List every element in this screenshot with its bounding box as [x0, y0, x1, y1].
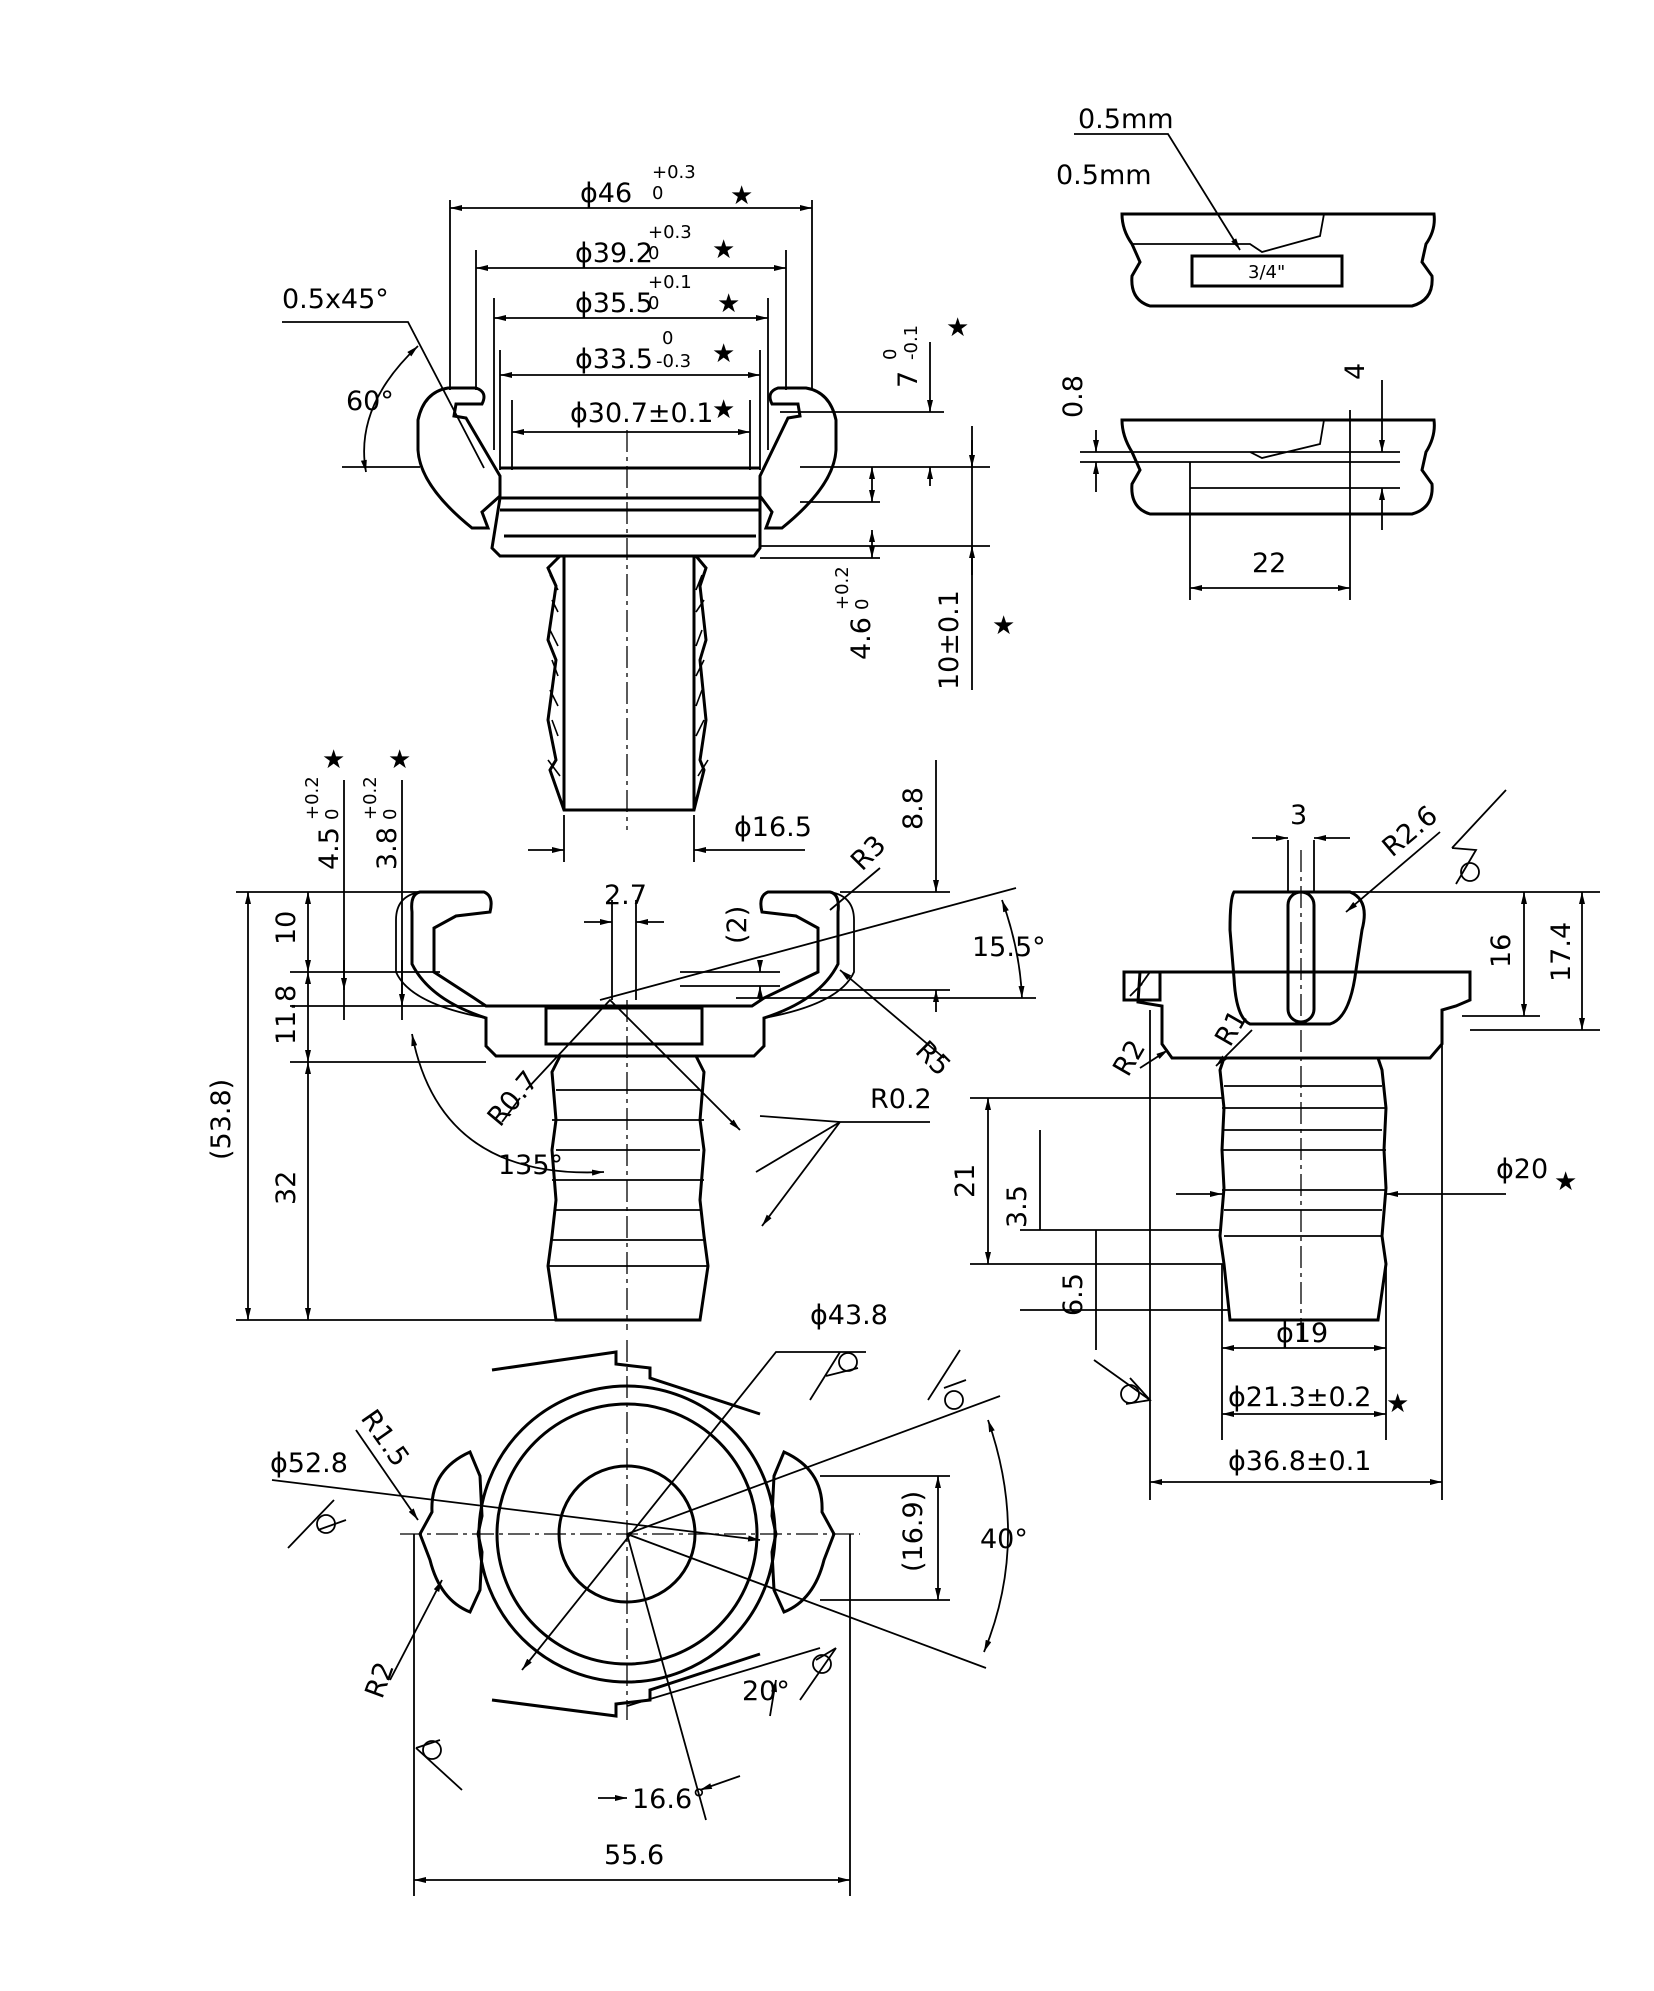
dim-4-5: 4.5	[314, 827, 345, 870]
star-mark: ★	[1386, 1389, 1409, 1419]
dim-phi33-5: ϕ33.5	[575, 344, 653, 375]
dim-phi30-7: ϕ30.7±0.1	[570, 398, 714, 429]
dim-phi52-8: ϕ52.8	[270, 1448, 348, 1479]
radius-r2-bottom: R2	[359, 1658, 400, 1702]
radius-r0-2: R0.2	[870, 1084, 932, 1115]
angle-60-label: 60°	[346, 386, 394, 417]
dim-2-paren: (2)	[722, 906, 753, 944]
star-mark: ★	[992, 611, 1015, 641]
dim-phi46: ϕ46	[580, 178, 632, 209]
dim-7-lower: -0.1	[901, 325, 922, 360]
dim-phi35-5-lower: 0	[648, 293, 659, 314]
angle-16-6: 16.6°	[632, 1784, 706, 1815]
dim-6-5: 6.5	[1058, 1273, 1089, 1316]
star-mark: ★	[946, 313, 969, 343]
dim-4-5-lower: 0	[322, 809, 343, 820]
side-view: 3 R2.6 16 17.4 R2 R1 21 3.5 6.5 ϕ20 ★ ϕ1…	[950, 800, 1600, 1500]
star-mark: ★	[712, 339, 735, 369]
dim-phi21-3: ϕ21.3±0.2	[1228, 1382, 1372, 1413]
dim-16-9: (16.9)	[898, 1491, 929, 1572]
angle-135: 135°	[498, 1150, 563, 1181]
dim-16: 16	[1486, 934, 1517, 968]
star-mark: ★	[730, 181, 753, 211]
dim-phi46-upper: +0.3	[652, 162, 696, 183]
star-mark: ★	[712, 395, 735, 425]
star-mark: ★	[1554, 1167, 1577, 1197]
star-mark: ★	[388, 745, 411, 775]
radius-r1-5: R1.5	[354, 1404, 415, 1472]
front-view: (53.8) 10 11.8 32 4.5 +0.2 0 ★ 3.8 +0.2 …	[206, 745, 1046, 1330]
dim-phi20: ϕ20	[1496, 1154, 1548, 1185]
star-mark: ★	[712, 235, 735, 265]
radius-r0-7: R0.7	[482, 1065, 545, 1132]
star-mark: ★	[322, 745, 345, 775]
dim-7-upper: 0	[880, 349, 901, 360]
dim-3: 3	[1290, 800, 1307, 831]
dim-0-8: 0.8	[1058, 375, 1089, 418]
angle-20: 20°	[742, 1676, 790, 1707]
note-0-5mm-1: 0.5mm	[1078, 104, 1174, 135]
radius-r3: R3	[845, 830, 892, 877]
dim-21: 21	[950, 1164, 981, 1198]
dim-phi46-lower: 0	[652, 183, 663, 204]
section-left-hatch	[416, 386, 502, 530]
radius-r2-side: R2	[1107, 1035, 1152, 1082]
star-mark: ★	[717, 289, 740, 319]
radius-r1: R1	[1209, 1005, 1254, 1052]
angle-15-5: 15.5°	[972, 932, 1046, 963]
dim-7: 7	[893, 371, 924, 388]
dim-phi39-2: ϕ39.2	[575, 238, 653, 269]
angle-40: 40°	[980, 1524, 1028, 1555]
radius-r5: R5	[909, 1035, 956, 1082]
radius-r2-6: R2.6	[1377, 800, 1444, 863]
dim-32: 32	[271, 1171, 302, 1205]
dim-phi33-5-upper: 0	[662, 328, 673, 349]
dim-10: 10±0.1	[934, 590, 965, 690]
dim-phi36-8: ϕ36.8±0.1	[1228, 1446, 1372, 1477]
dim-phi35-5-upper: +0.1	[648, 272, 692, 293]
dim-3-5: 3.5	[1002, 1185, 1033, 1228]
section-view: ϕ46 +0.3 0 ★ ϕ39.2 +0.3 0 ★ ϕ35.5 +0.1 0…	[282, 162, 1015, 862]
dim-22: 22	[1252, 548, 1286, 579]
dim-8-8: 8.8	[898, 787, 929, 830]
dim-phi19: ϕ19	[1276, 1318, 1328, 1349]
dim-phi33-5-lower: -0.3	[656, 351, 691, 372]
chamfer-label: 0.5x45°	[282, 284, 389, 315]
dim-3-8-upper: +0.2	[360, 776, 381, 820]
bottom-view: ϕ43.8 ϕ52.8 R1.5 (16.9) 40° R2 20° 16.6°…	[270, 1300, 1028, 1896]
dim-phi39-2-lower: 0	[648, 243, 659, 264]
dim-phi39-2-upper: +0.3	[648, 222, 692, 243]
note-0-5mm-2: 0.5mm	[1056, 160, 1152, 191]
section-right-hatch	[758, 386, 838, 530]
dim-10-front: 10	[271, 911, 302, 945]
dim-4-6-upper: +0.2	[832, 566, 853, 610]
dim-phi35-5: ϕ35.5	[575, 288, 653, 319]
dim-53-8: (53.8)	[206, 1079, 237, 1160]
dim-4-5-upper: +0.2	[302, 776, 323, 820]
dim-17-4: 17.4	[1546, 922, 1577, 982]
surface-finish-symbols	[287, 789, 1507, 1791]
dim-4-6-lower: 0	[852, 599, 873, 610]
thread-label: 3/4"	[1248, 262, 1285, 283]
dim-4: 4	[1340, 363, 1371, 380]
dim-3-8: 3.8	[372, 827, 403, 870]
detail-view: 3/4" 0.5mm 0.5mm 0.8 4 22	[1056, 104, 1436, 600]
dim-phi16-5: ϕ16.5	[734, 812, 812, 843]
dim-3-8-lower: 0	[380, 809, 401, 820]
dim-11-8: 11.8	[271, 985, 302, 1045]
dim-55-6: 55.6	[604, 1840, 664, 1871]
dim-4-6: 4.6	[846, 617, 877, 660]
dim-2-7: 2.7	[604, 880, 647, 911]
dim-phi43-8: ϕ43.8	[810, 1300, 888, 1331]
